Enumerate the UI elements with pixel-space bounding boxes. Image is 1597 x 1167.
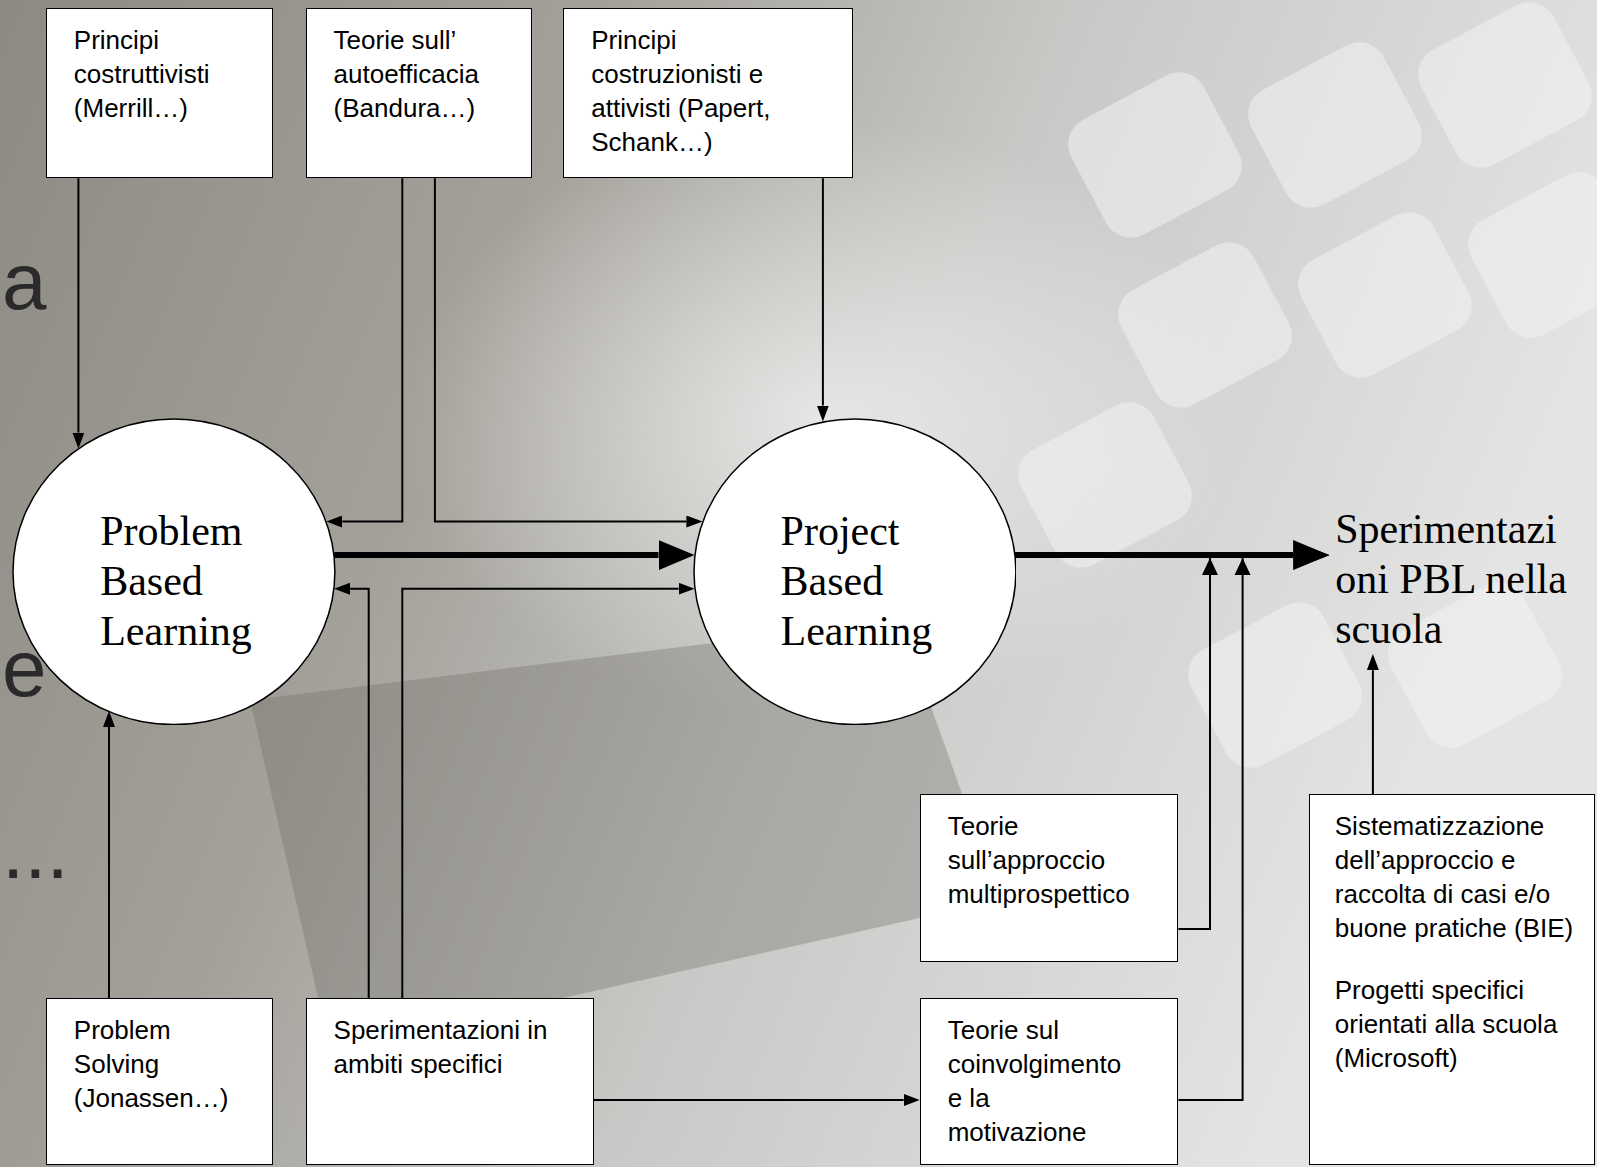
- circle-shape: [694, 419, 1016, 725]
- connector: [822, 178, 823, 405]
- connector-line: [594, 1099, 904, 1101]
- connector: [334, 555, 658, 556]
- connector-line: [108, 727, 110, 998]
- theory-box: Teorie sull’approccio multiprospettico: [920, 794, 1179, 962]
- circle-label: Project Based Learning: [781, 506, 1005, 656]
- connector: [1178, 555, 1313, 929]
- box-text: Sperimentazioni PBL nella scuola: [1335, 504, 1573, 654]
- connector: [350, 589, 369, 998]
- slide-text-fragment: e: [2, 629, 47, 709]
- practice-box: Sperimentazioni in ambiti specifici: [306, 998, 594, 1165]
- connector: [402, 589, 678, 998]
- connector-line: [77, 178, 79, 432]
- connector: [1178, 555, 1313, 1100]
- approach-circle: Project Based Learning: [693, 418, 1017, 726]
- box-text: Progetti specifici orientati alla scuola…: [1335, 973, 1580, 1075]
- theory-box: Problem Solving (Jonassen…): [46, 998, 273, 1165]
- connector-line: [1178, 555, 1313, 929]
- connector: [594, 1100, 904, 1101]
- practice-box: Sistematizzazione dell’approccio e racco…: [1309, 794, 1595, 1165]
- box-text: Teorie sull’ autoefficacia (Bandura…): [334, 23, 519, 125]
- box-text: Principi costruzionisti e attivisti (Pap…: [591, 23, 806, 159]
- circle-label: Problem Based Learning: [100, 506, 324, 656]
- box-text: Problem Solving (Jonassen…): [74, 1013, 259, 1115]
- theory-box: Principi costruzionisti e attivisti (Pap…: [563, 8, 853, 178]
- connector-line: [1178, 555, 1313, 1100]
- connector-line: [822, 178, 824, 405]
- box-text: Teorie sul coinvolgimento e la motivazio…: [948, 1013, 1133, 1149]
- junction-arrowhead: [1235, 558, 1251, 575]
- connector-line: [350, 589, 369, 998]
- connector: [1372, 670, 1373, 794]
- junction-arrowhead: [1202, 558, 1218, 575]
- connector-line: [435, 178, 687, 521]
- box-text: Teorie sull’approccio multiprospettico: [948, 809, 1163, 911]
- connector: [342, 178, 402, 521]
- theory-box: Principi costruttivisti (Merrill…): [46, 8, 273, 178]
- connector-line: [1372, 670, 1374, 794]
- slide-text-fragment: ...: [2, 811, 69, 891]
- connector: [78, 178, 79, 432]
- connector: [435, 178, 687, 521]
- box-text: Sperimentazioni in ambiti specifici: [334, 1013, 574, 1081]
- circle-shape: [13, 419, 335, 725]
- theory-box: Teorie sul coinvolgimento e la motivazio…: [920, 998, 1179, 1165]
- approach-circle: Problem Based Learning: [12, 418, 336, 726]
- connector: [109, 727, 110, 998]
- box-text: Sistematizzazione dell’approccio e racco…: [1335, 809, 1580, 945]
- slide-text-fragment: a: [2, 242, 47, 322]
- connector-line: [342, 178, 402, 521]
- box-text: Principi costruttivisti (Merrill…): [74, 23, 259, 125]
- connector-line: [334, 552, 658, 558]
- keyboard-keys: [1008, 0, 1597, 778]
- theory-box: Teorie sull’ autoefficacia (Bandura…): [306, 8, 532, 178]
- connector-line: [402, 589, 678, 998]
- outcome-label: Sperimentazioni PBL nella scuola: [1329, 504, 1579, 654]
